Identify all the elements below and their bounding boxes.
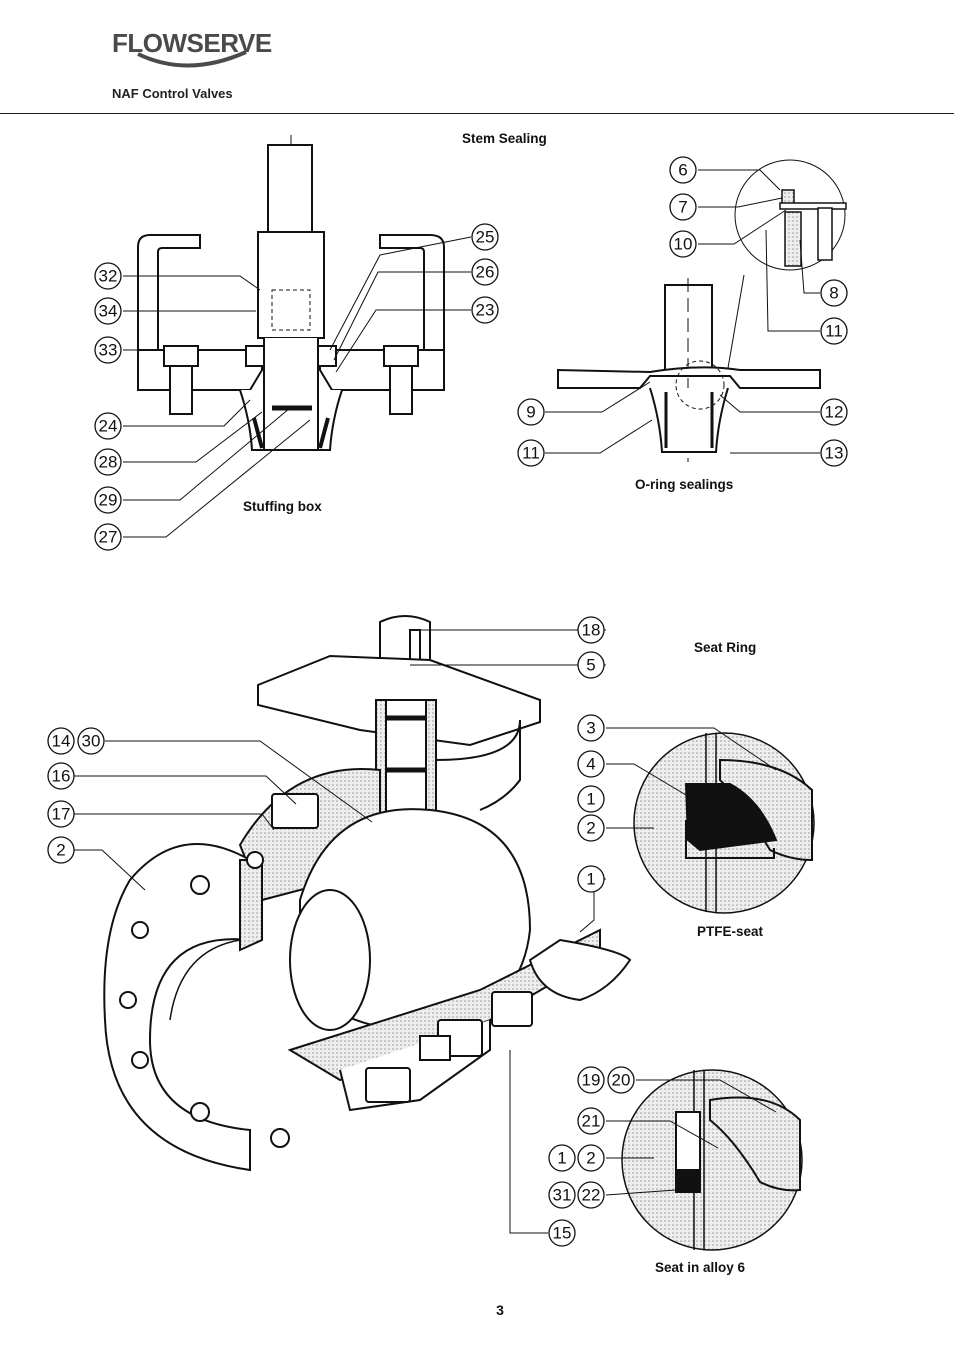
callout-label: 5 bbox=[586, 656, 595, 675]
callout-label: 23 bbox=[476, 301, 495, 320]
callout-label: 16 bbox=[52, 767, 71, 786]
callout-label: 29 bbox=[99, 491, 118, 510]
callout-label: 27 bbox=[99, 528, 118, 547]
callout-label: 20 bbox=[612, 1071, 631, 1090]
callout-label: 7 bbox=[678, 198, 687, 217]
callout-label: 9 bbox=[526, 403, 535, 422]
callout-label: 11 bbox=[522, 444, 540, 463]
callout-label: 31 bbox=[553, 1186, 572, 1205]
caption-stuffing-box: Stuffing box bbox=[243, 499, 322, 514]
callout-label: 6 bbox=[678, 161, 687, 180]
page-subtitle: NAF Control Valves bbox=[112, 86, 233, 101]
flowserve-logo: FLOWSERVE bbox=[112, 28, 272, 68]
ptfe-seat-detail bbox=[606, 727, 815, 914]
callout-label: 14 bbox=[52, 732, 71, 751]
page-number: 3 bbox=[496, 1302, 504, 1318]
caption-seat-alloy: Seat in alloy 6 bbox=[655, 1260, 746, 1275]
callout-label: 15 bbox=[553, 1224, 572, 1243]
callout-labels: 32 34 33 24 28 29 27 25 26 23 6 7 10 8 1… bbox=[52, 161, 844, 1243]
callout-label: 18 bbox=[582, 621, 601, 640]
stuffing-box-drawing bbox=[123, 135, 472, 538]
callout-label: 2 bbox=[586, 819, 595, 838]
callout-label: 1 bbox=[557, 1149, 566, 1168]
caption-seat-ring: Seat Ring bbox=[694, 640, 757, 655]
alloy-seat-detail bbox=[605, 1069, 803, 1251]
callout-label: 28 bbox=[99, 453, 118, 472]
callout-label: 2 bbox=[56, 841, 65, 860]
callout-label: 34 bbox=[99, 302, 118, 321]
caption-oring-sealings: O-ring sealings bbox=[635, 477, 734, 492]
callout-label: 22 bbox=[582, 1186, 601, 1205]
ball-valve-drawing bbox=[74, 615, 632, 1234]
callout-label: 10 bbox=[674, 235, 693, 254]
callout-label: 8 bbox=[829, 284, 838, 303]
callout-label: 25 bbox=[476, 228, 495, 247]
callout-label: 26 bbox=[476, 263, 495, 282]
callout-label: 13 bbox=[825, 444, 844, 463]
callout-label: 12 bbox=[825, 403, 844, 422]
logo-swoosh-icon bbox=[137, 50, 247, 68]
caption-ptfe-seat: PTFE-seat bbox=[697, 924, 764, 939]
callout-label: 1 bbox=[586, 790, 595, 809]
header-divider bbox=[0, 113, 954, 114]
callout-label: 21 bbox=[582, 1112, 601, 1131]
oring-sealing-drawing bbox=[545, 159, 847, 462]
callout-label: 2 bbox=[586, 1149, 595, 1168]
callout-label: 32 bbox=[99, 267, 118, 286]
callout-label: 33 bbox=[99, 341, 118, 360]
callout-label: 17 bbox=[52, 805, 71, 824]
callout-label: 1 bbox=[586, 870, 595, 889]
callout-label: 4 bbox=[586, 755, 595, 774]
callout-label: 30 bbox=[82, 732, 101, 751]
callout-label: 11 bbox=[825, 322, 843, 341]
callout-label: 3 bbox=[586, 719, 595, 738]
callout-label: 24 bbox=[99, 417, 118, 436]
caption-stem-sealing: Stem Sealing bbox=[462, 131, 547, 146]
callout-label: 19 bbox=[582, 1071, 601, 1090]
